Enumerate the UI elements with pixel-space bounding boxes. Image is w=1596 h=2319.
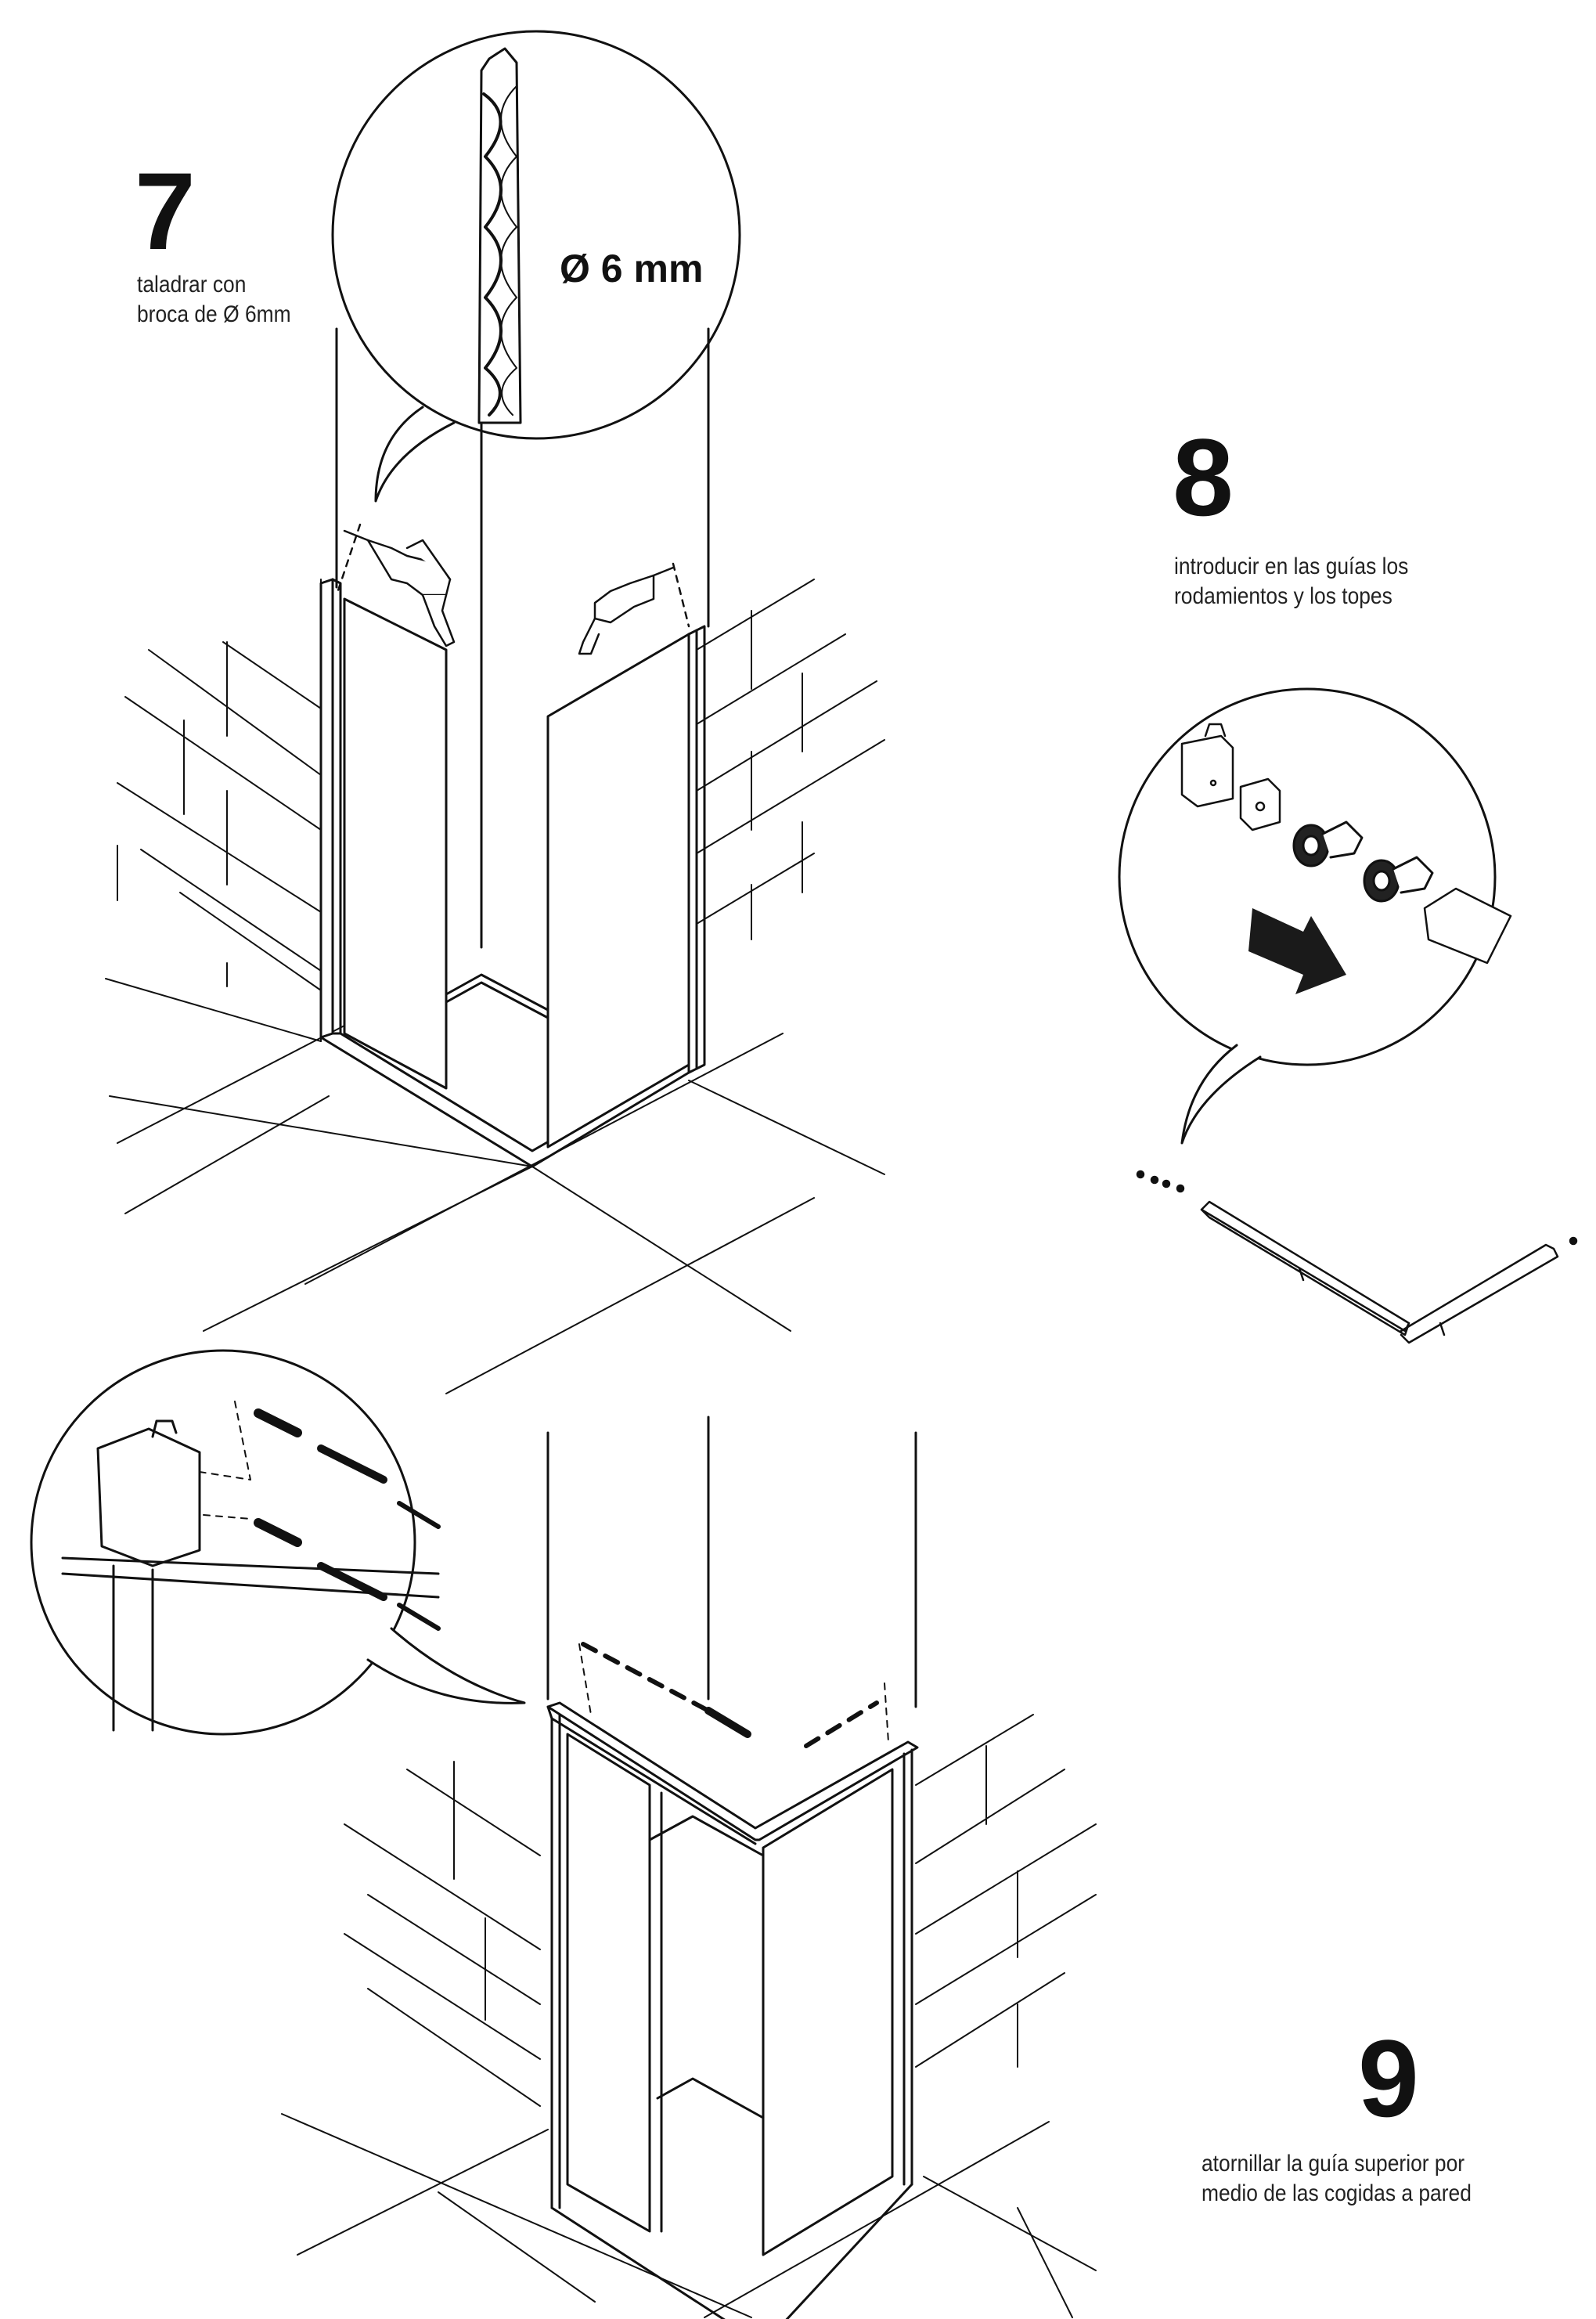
drill-bit-icon [477, 47, 522, 424]
step-7-caption: taladrar con broca de Ø 6mm [137, 272, 291, 327]
step-7-number: 7 [135, 150, 196, 272]
step-8-illustration [1118, 687, 1578, 1344]
step-7-wall-corner [335, 327, 710, 949]
stop-block-icon [1239, 777, 1281, 831]
power-drill-icon [335, 523, 456, 647]
step-9-wall-right [915, 1714, 1097, 2068]
step-9-shower-enclosure [546, 1701, 919, 2319]
step-8-number: 8 [1173, 416, 1234, 539]
step-7-wall-left [117, 579, 322, 1042]
step-7-magnifier-bubble [331, 14, 741, 518]
step-7-callout-label: Ø 6 mm [560, 247, 703, 290]
arrow-icon [1248, 908, 1346, 994]
step-9-illustration [30, 1349, 1097, 2319]
bearing-icon [1363, 856, 1434, 903]
step-9-wall-left [344, 1761, 541, 2107]
step-8-rail [1136, 1170, 1578, 1344]
wall-plug-icon [254, 1408, 441, 1631]
step-9-floor [281, 2113, 1097, 2318]
stop-block-icon [1180, 723, 1234, 808]
screw-icon [317, 1444, 387, 1601]
power-drill-icon [578, 562, 690, 655]
step-7-shower-enclosure [319, 578, 706, 1168]
step-9-number: 9 [1358, 2017, 1419, 2140]
step-9-caption: atornillar la guía superior por medio de… [1202, 2151, 1472, 2206]
screw-icon [704, 1707, 751, 1738]
step-7-floor [105, 978, 885, 1394]
step-7-illustration: Ø 6 mm [105, 14, 885, 1394]
step-7-wall-right [696, 579, 885, 940]
step-8-caption: introducir en las guías los rodamientos … [1174, 554, 1409, 609]
bearing-icon [1292, 820, 1364, 867]
